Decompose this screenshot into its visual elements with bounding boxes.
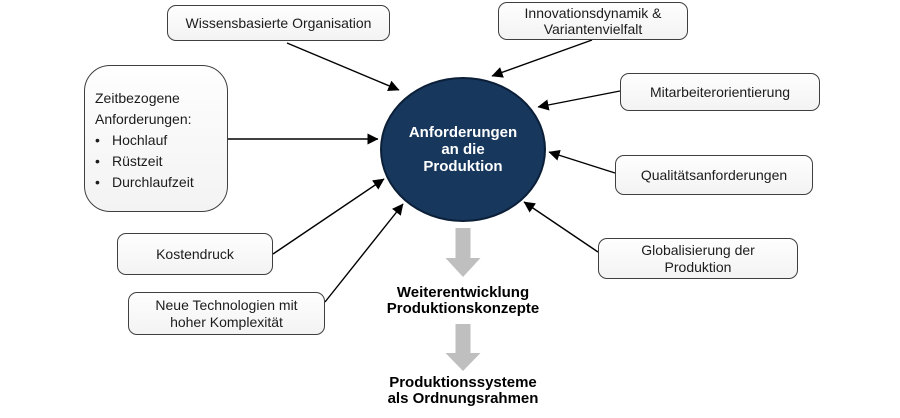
bullet-item-ruestzeit: • Rüstzeit [95,151,221,172]
box-label: Innovationsdynamik & Variantenvielfalt [524,4,662,38]
box-mitarbeiterorientierung: Mitarbeiterorientierung [620,73,820,111]
bullet-label: Hochlauf [112,132,168,148]
box-label: Neue Technologien mit hoher Komplexität [155,297,298,330]
bullet-icon: • [95,174,100,190]
bullet-icon: • [95,132,100,148]
box-label: Wissensbasierte Organisation [185,14,372,31]
box-neue-technologien: Neue Technologien mit hoher Komplexität [128,292,325,335]
bullet-icon: • [95,153,100,169]
box-zeitbezogene-anforderungen: Zeitbezogene Anforderungen: • Hochlauf •… [84,65,228,212]
box-label: Kostendruck [156,245,234,262]
arrow-line-neue-technologien [324,203,404,303]
block-arrow-down-1 [445,228,481,277]
box-qualitaetsanforderungen: Qualitätsanforderungen [615,155,813,195]
box-wissensbasierte-organisation: Wissensbasierte Organisation [167,5,390,41]
box-kostendruck: Kostendruck [117,233,273,275]
arrow-line-mitarbeiterorientierung [537,90,621,111]
box-title: Zeitbezogene Anforderungen: [95,90,192,127]
box-label: Qualitätsanforderungen [640,166,788,183]
bullet-item-durchlaufzeit: • Durchlaufzeit [95,172,221,193]
block-arrow-down-2 [445,324,481,371]
central-node: Anforderungen an die Produktion [380,77,546,222]
box-globalisierung-der-produktion: Globalisierung der Produktion [598,238,798,279]
outcome-produktionssysteme-ordnungsrahmen: Produktionssysteme als Ordnungsrahmen [387,374,539,407]
arrow-line-globalisierung [523,201,599,253]
arrow-line-wissensbasierte [286,42,400,92]
box-label: Mitarbeiterorientierung [649,83,791,100]
arrow-line-qualitaetsanforderungen [548,149,616,174]
bullet-label: Durchlaufzeit [112,174,194,190]
arrow-line-innovationsdynamik [491,39,593,78]
central-node-label: Anforderungen an die Produktion [408,124,518,175]
box-innovationsdynamik: Innovationsdynamik & Variantenvielfalt [498,2,688,40]
outcome-weiterentwicklung-produktionskonzepte: Weiterentwicklung Produktionskonzepte [386,284,540,317]
box-label: Globalisierung der Produktion [641,242,755,275]
bullet-item-hochlauf: • Hochlauf [95,130,221,151]
arrow-line-kostendruck [272,178,385,255]
bullet-label: Rüstzeit [112,153,163,169]
